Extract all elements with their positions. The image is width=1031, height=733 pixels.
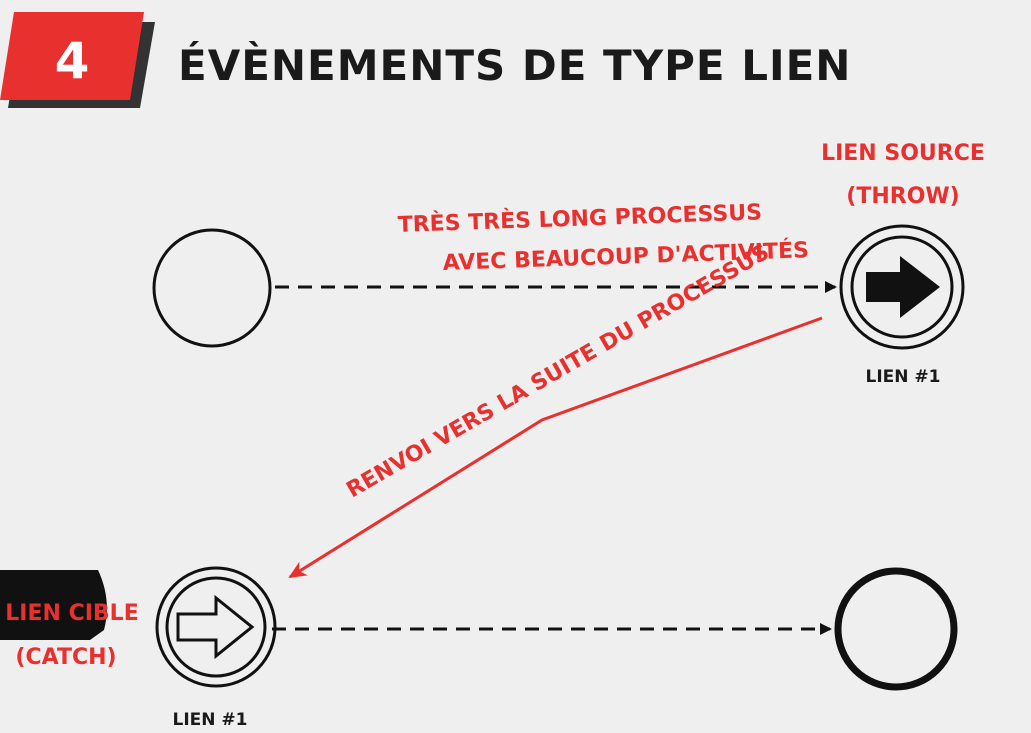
return-link-arrow	[288, 316, 823, 579]
source-label-line1: LIEN SOURCE	[821, 141, 985, 166]
source-caption: LIEN #1	[866, 367, 941, 387]
filled-arrow-icon	[866, 256, 940, 318]
target-label-line2: (CATCH)	[15, 645, 116, 670]
source-label-line2: (THROW)	[846, 184, 959, 209]
target-caption: LIEN #1	[173, 710, 248, 730]
target-label-line1: LIEN CIBLE	[5, 601, 138, 626]
return-label: RENVOI VERS LA SUITE DU PROCESSUS	[343, 240, 774, 503]
outline-arrow-icon	[176, 594, 255, 660]
end-event	[834, 567, 958, 691]
start-event	[152, 228, 272, 348]
long-process-label-line1: TRÈS TRÈS LONG PROCESSUS	[397, 199, 762, 238]
link-throw-event	[839, 224, 965, 350]
number-badge: 4	[0, 12, 155, 108]
link-catch-event	[155, 566, 277, 688]
shadow-blob	[0, 570, 107, 640]
page-title: ÉVÈNEMENTS DE TYPE LIEN	[178, 40, 851, 90]
badge-number: 4	[55, 32, 90, 90]
